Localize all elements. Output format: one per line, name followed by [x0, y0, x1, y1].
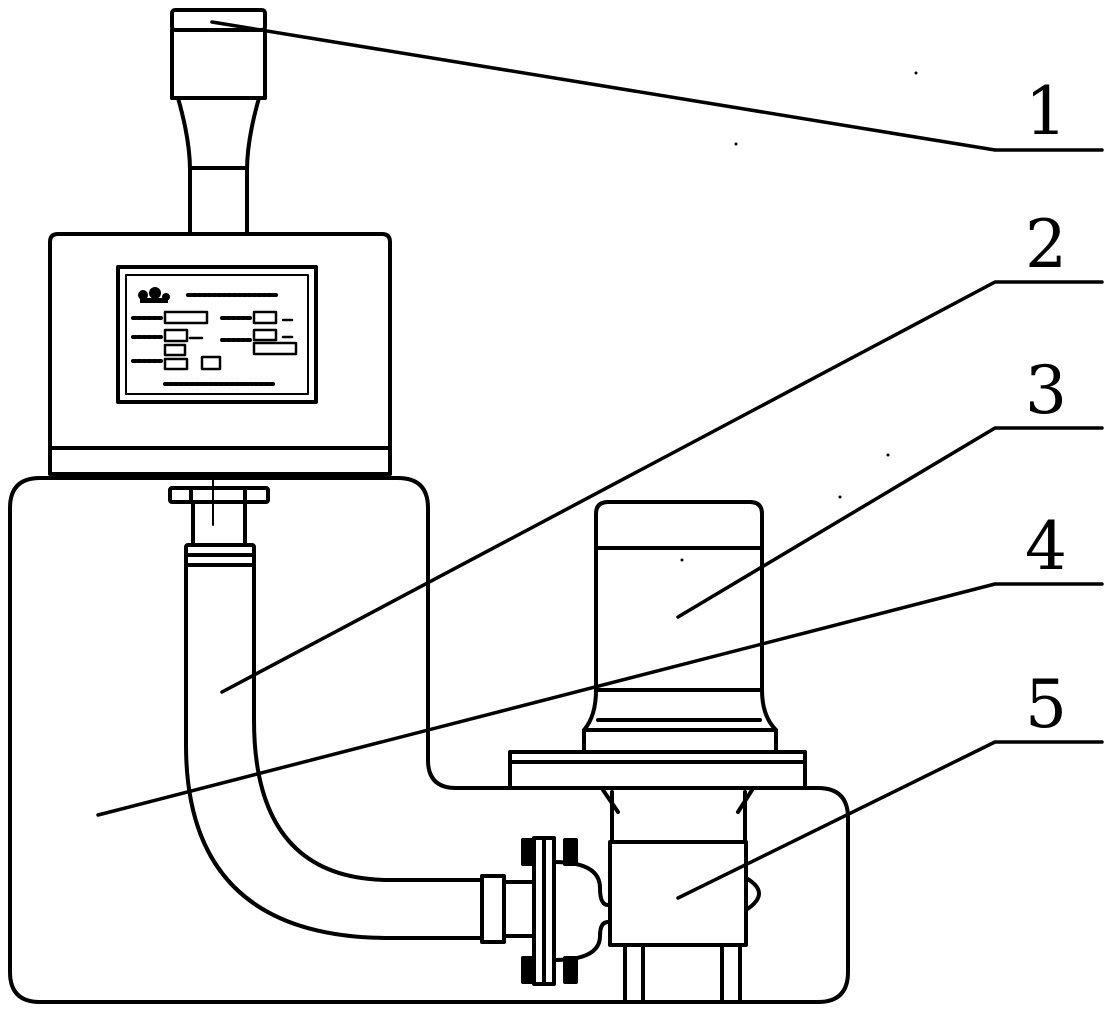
control-box	[48, 232, 392, 476]
callout-label-5: 5	[1025, 666, 1067, 743]
top-nozzle	[170, 8, 267, 237]
leader-1	[210, 20, 1104, 152]
leader-4	[96, 582, 1104, 817]
leader-2	[220, 280, 1104, 694]
pump-body	[601, 788, 761, 1004]
motor-base-plate	[508, 750, 807, 790]
nameplate-logo-icon	[138, 287, 170, 303]
callout-label-1: 1	[1025, 73, 1067, 150]
scan-specks	[680, 71, 918, 562]
tank-outline	[8, 476, 850, 1004]
motor	[582, 500, 778, 754]
nameplate-fields	[163, 310, 298, 371]
nameplate-text-marks	[131, 293, 278, 386]
callout-label-3: 3	[1025, 352, 1067, 429]
leader-lines	[96, 20, 1104, 900]
leader-3	[676, 426, 1104, 619]
leader-5	[676, 740, 1104, 900]
callout-label-4: 4	[1025, 508, 1067, 585]
discharge-pipe	[168, 474, 536, 944]
callout-label-2: 2	[1025, 206, 1067, 283]
nameplate	[116, 265, 318, 404]
pipe-flange	[521, 836, 610, 986]
